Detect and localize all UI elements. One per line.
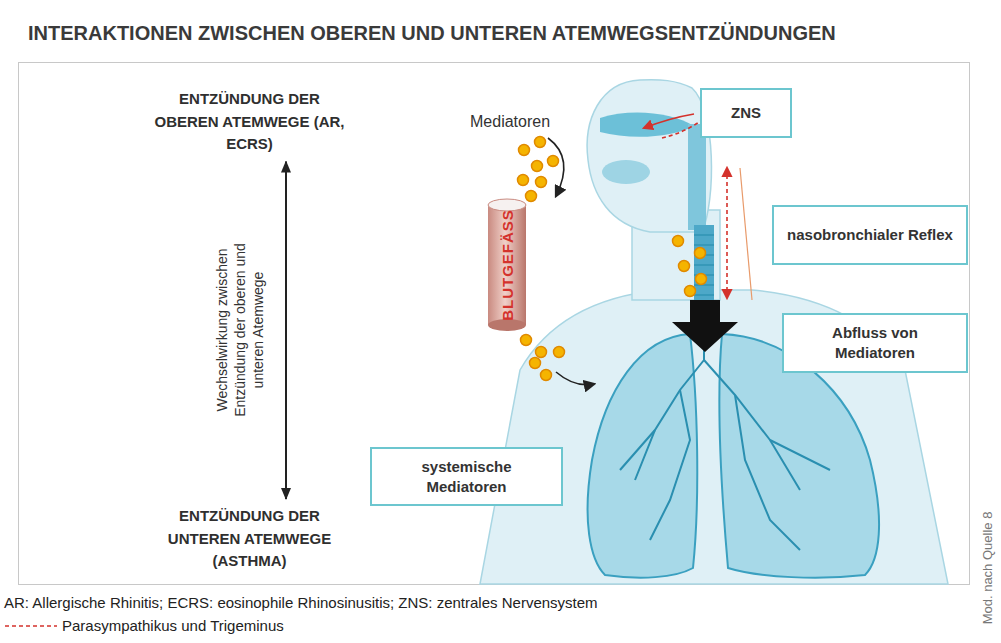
vessel-label: BLUTGEFÄSS [499, 209, 516, 321]
nerve-arrow [644, 114, 694, 128]
node-text: ENTZÜNDUNG DER UNTEREN ATEMWEGE (ASTHMA) [145, 505, 354, 573]
blood-vessel [488, 205, 526, 325]
legend-line-sample [4, 621, 58, 631]
node-text: nasobronchialer Reflex [787, 225, 953, 245]
reflex-line [740, 168, 752, 300]
oral-cavity [602, 160, 650, 184]
source-note: Mod. nach Quelle 8 [980, 512, 995, 625]
inflammation-heading: ENTZÜNDUNG DER OBEREN ATEMWEGE (AR, ECRS… [145, 88, 354, 156]
flow-arrow [548, 138, 564, 196]
label-box: Abfluss von Mediatoren [782, 313, 968, 373]
nasobronchial-reflex-arrow [726, 168, 728, 298]
head [587, 80, 711, 232]
label-box: systemische Mediatoren [370, 447, 563, 506]
mediator-drain-arrow [672, 300, 738, 352]
node-text: ZNS [731, 103, 761, 123]
pharynx [688, 124, 706, 230]
node-text: ENTZÜNDUNG DER OBEREN ATEMWEGE (AR, ECRS… [145, 88, 354, 156]
mediator-label: Mediatoren [470, 113, 550, 131]
inflammation-heading: ENTZÜNDUNG DER UNTEREN ATEMWEGE (ASTHMA) [145, 505, 354, 573]
left-lung [588, 334, 698, 578]
mediator-dots [518, 137, 707, 381]
interaction-arrow [285, 162, 287, 500]
flow-arrow [556, 372, 594, 385]
node-text: systemische Mediatoren [384, 457, 549, 497]
diagram-title: INTERAKTIONEN ZWISCHEN OBEREN UND UNTERE… [28, 22, 836, 45]
legend-row: Parasympathikus und Trigeminus [4, 617, 284, 634]
node-text: Abfluss von Mediatoren [796, 323, 954, 363]
legend-text: Parasympathikus und Trigeminus [62, 617, 284, 634]
nasal-cavity [600, 112, 694, 136]
label-box: ZNS [700, 88, 792, 138]
label-box: nasobronchialer Reflex [772, 205, 968, 265]
abbreviation-note: AR: Allergische Rhinitis; ECRS: eosinoph… [4, 594, 598, 611]
edge-label: Wechselwirkung zwischen Entzündung der o… [213, 233, 267, 428]
panel-frame [19, 63, 970, 585]
